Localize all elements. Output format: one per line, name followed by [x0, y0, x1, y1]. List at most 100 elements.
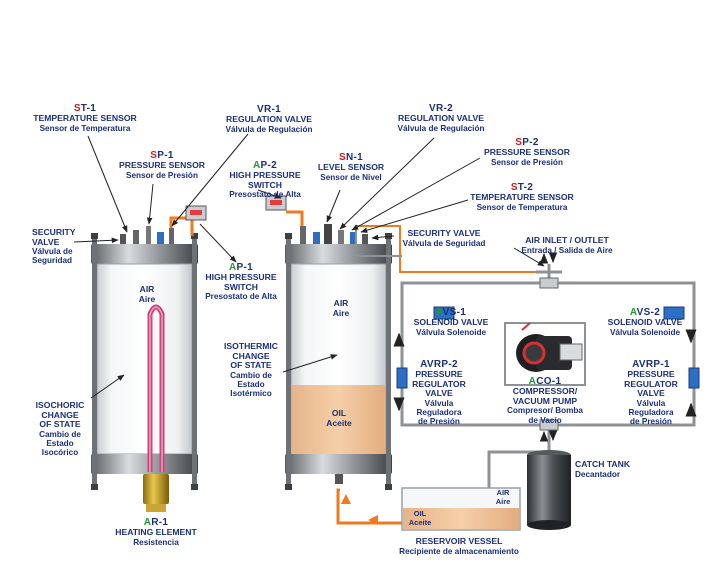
- vr2-code: VR-2: [429, 103, 453, 114]
- st1-code: T-1: [80, 103, 97, 114]
- aco1-l4: de Vacío: [528, 415, 562, 425]
- svr-sub: Válvula de Seguridad: [402, 238, 486, 248]
- avrp1-l1: PRESSURE: [627, 369, 675, 380]
- iso-l5: Estado: [237, 380, 265, 390]
- avs1-prefix: A: [435, 307, 443, 318]
- sp1-sub: Sensor de Presión: [126, 170, 198, 180]
- res-oil-l2: Aceite: [408, 517, 432, 527]
- aco1-l1: COMPRESSOR/: [512, 386, 578, 397]
- label-st2: ST-2 TEMPERATURE SENSOR Sensor de Temper…: [470, 182, 573, 212]
- avrp2-l4: Válvula: [424, 399, 454, 409]
- avs1-sub: Válvula Solenoide: [415, 327, 487, 337]
- avrp1-l2: REGULATOR: [624, 378, 678, 389]
- sp2-title: PRESSURE SENSOR: [484, 147, 570, 158]
- label-sn1: SN-1 LEVEL SENSOR Sensor de Nivel: [318, 152, 384, 182]
- sn1-code: N-1: [345, 152, 363, 163]
- ap2-prefix: A: [253, 160, 261, 171]
- avrp1-l6: de Presión: [630, 417, 672, 427]
- iso-l3: OF STATE: [230, 360, 272, 371]
- sp1-title: PRESSURE SENSOR: [119, 160, 205, 171]
- label-catch-tank: CATCH TANK Decantador: [575, 459, 631, 479]
- air-circuit: [393, 252, 700, 443]
- svl-l2: VALVE: [32, 236, 60, 247]
- ap2-title2: SWITCH: [248, 179, 282, 190]
- ap1-title1: HIGH PRESSURE: [205, 272, 277, 283]
- vr1-sub: Válvula de Regulación: [225, 124, 313, 134]
- label-ap2: AP-2 HIGH PRESSURE SWITCH Presostato de …: [229, 160, 301, 200]
- isoc-l4: Cambio de: [39, 429, 81, 439]
- ap1-sub: Presostato de Alta: [205, 292, 277, 302]
- isoc-l6: Isocórico: [41, 448, 79, 458]
- ap1-prefix: A: [229, 262, 237, 273]
- avs2-code: VS-2: [636, 307, 661, 318]
- ap2-code: P-2: [260, 160, 277, 171]
- left-cylinder-air-label: AIR Aire: [138, 284, 156, 305]
- res-oil-l1: OIL: [413, 509, 427, 518]
- right-oil-l2: Aceite: [326, 417, 352, 428]
- label-vr1: VR-1 REGULATION VALVE Válvula de Regulac…: [226, 104, 313, 134]
- reservoir-oil-label: OIL Aceite: [408, 509, 432, 527]
- aco1-l3: Compresor/ Bomba: [507, 406, 583, 416]
- reservoir-air-label: AIR Aire: [495, 488, 511, 506]
- label-avrp1: AVRP-1 PRESSURE REGULATOR VALVE Válvula …: [624, 359, 678, 427]
- sp2-prefix: S: [515, 137, 523, 148]
- ap1-title2: SWITCH: [224, 281, 258, 292]
- label-sp2: SP-2 PRESSURE SENSOR Sensor de Presión: [484, 137, 570, 167]
- aco1-prefix: A: [528, 376, 537, 387]
- st1-title: TEMPERATURE SENSOR: [33, 113, 137, 124]
- label-air-inlet: AIR INLET / OUTLET Entrada / Salida de A…: [521, 235, 612, 255]
- air-inlet-title: AIR INLET / OUTLET: [525, 235, 609, 245]
- iso-l6: Isotérmico: [230, 389, 272, 399]
- avs1-title: SOLENOID VALVE: [413, 317, 489, 328]
- avrp2-l1: PRESSURE: [415, 369, 463, 380]
- vr2-sub: Válvula de Regulación: [397, 123, 485, 133]
- left-air-l1: AIR: [139, 284, 155, 294]
- label-ar1: AR-1 HEATING ELEMENT Resistencia: [115, 517, 196, 547]
- right-oil-l1: OIL: [331, 408, 347, 418]
- label-security-valve-left: SECURITY VALVE Válvula de Seguridad: [32, 227, 76, 266]
- isoc-l3: OF STATE: [39, 419, 81, 430]
- catch-title: CATCH TANK: [575, 459, 631, 469]
- svl-l1: SECURITY: [32, 227, 76, 237]
- iso-l1: ISOTHERMIC: [224, 341, 278, 351]
- avrp2-l2: REGULATOR: [412, 378, 466, 389]
- right-cylinder: [265, 195, 536, 490]
- st2-code: T-2: [517, 182, 534, 193]
- ar1-prefix: A: [143, 517, 152, 528]
- isoc-l2: CHANGE: [41, 409, 79, 420]
- reservoir-vessel: [336, 487, 521, 531]
- avrp2-l5: Reguladora: [416, 408, 462, 418]
- vr1-code: VR-1: [257, 104, 281, 115]
- sp1-prefix: S: [150, 150, 158, 161]
- catch-sub: Decantador: [575, 469, 621, 479]
- res-air-l2: Aire: [495, 496, 511, 506]
- avrp2-l3: VALVE: [425, 388, 453, 399]
- vr1-title: REGULATION VALVE: [226, 114, 312, 125]
- iso-l4: Cambio de: [230, 370, 272, 380]
- label-isothermic: ISOTHERMIC CHANGE OF STATE Cambio de Est…: [224, 341, 278, 399]
- label-avrp2: AVRP-2 PRESSURE REGULATOR VALVE Válvula …: [412, 359, 466, 427]
- label-aco1: ACO-1 COMPRESSOR/ VACUUM PUMP Compresor/…: [507, 376, 583, 425]
- avs2-prefix: A: [629, 307, 637, 318]
- sp2-code: P-2: [522, 137, 539, 148]
- aco1-code: CO-1: [536, 376, 562, 387]
- avrp2-code: AVRP-2: [420, 359, 458, 370]
- avrp1-l3: VALVE: [637, 388, 665, 399]
- svr-title: SECURITY VALVE: [407, 228, 481, 238]
- res-air-l1: AIR: [496, 488, 510, 497]
- avrp1-l5: Reguladora: [628, 408, 674, 418]
- avs2-sub: Válvula Solenoide: [609, 327, 681, 337]
- pointer-arrows: [73, 133, 545, 399]
- left-cylinder: [91, 205, 207, 512]
- left-air-l2: Aire: [138, 293, 156, 304]
- right-cylinder-oil-label: OIL Aceite: [326, 408, 352, 429]
- st1-sub: Sensor de Temperatura: [39, 123, 131, 133]
- svl-l3: Válvula de: [32, 247, 73, 257]
- label-sp1: SP-1 PRESSURE SENSOR Sensor de Presión: [119, 150, 205, 180]
- catch-tank: [487, 443, 571, 530]
- sn1-title: LEVEL SENSOR: [317, 162, 385, 173]
- avrp1-l4: Válvula: [636, 399, 666, 409]
- isoc-l1: ISOCHORIC: [35, 400, 85, 410]
